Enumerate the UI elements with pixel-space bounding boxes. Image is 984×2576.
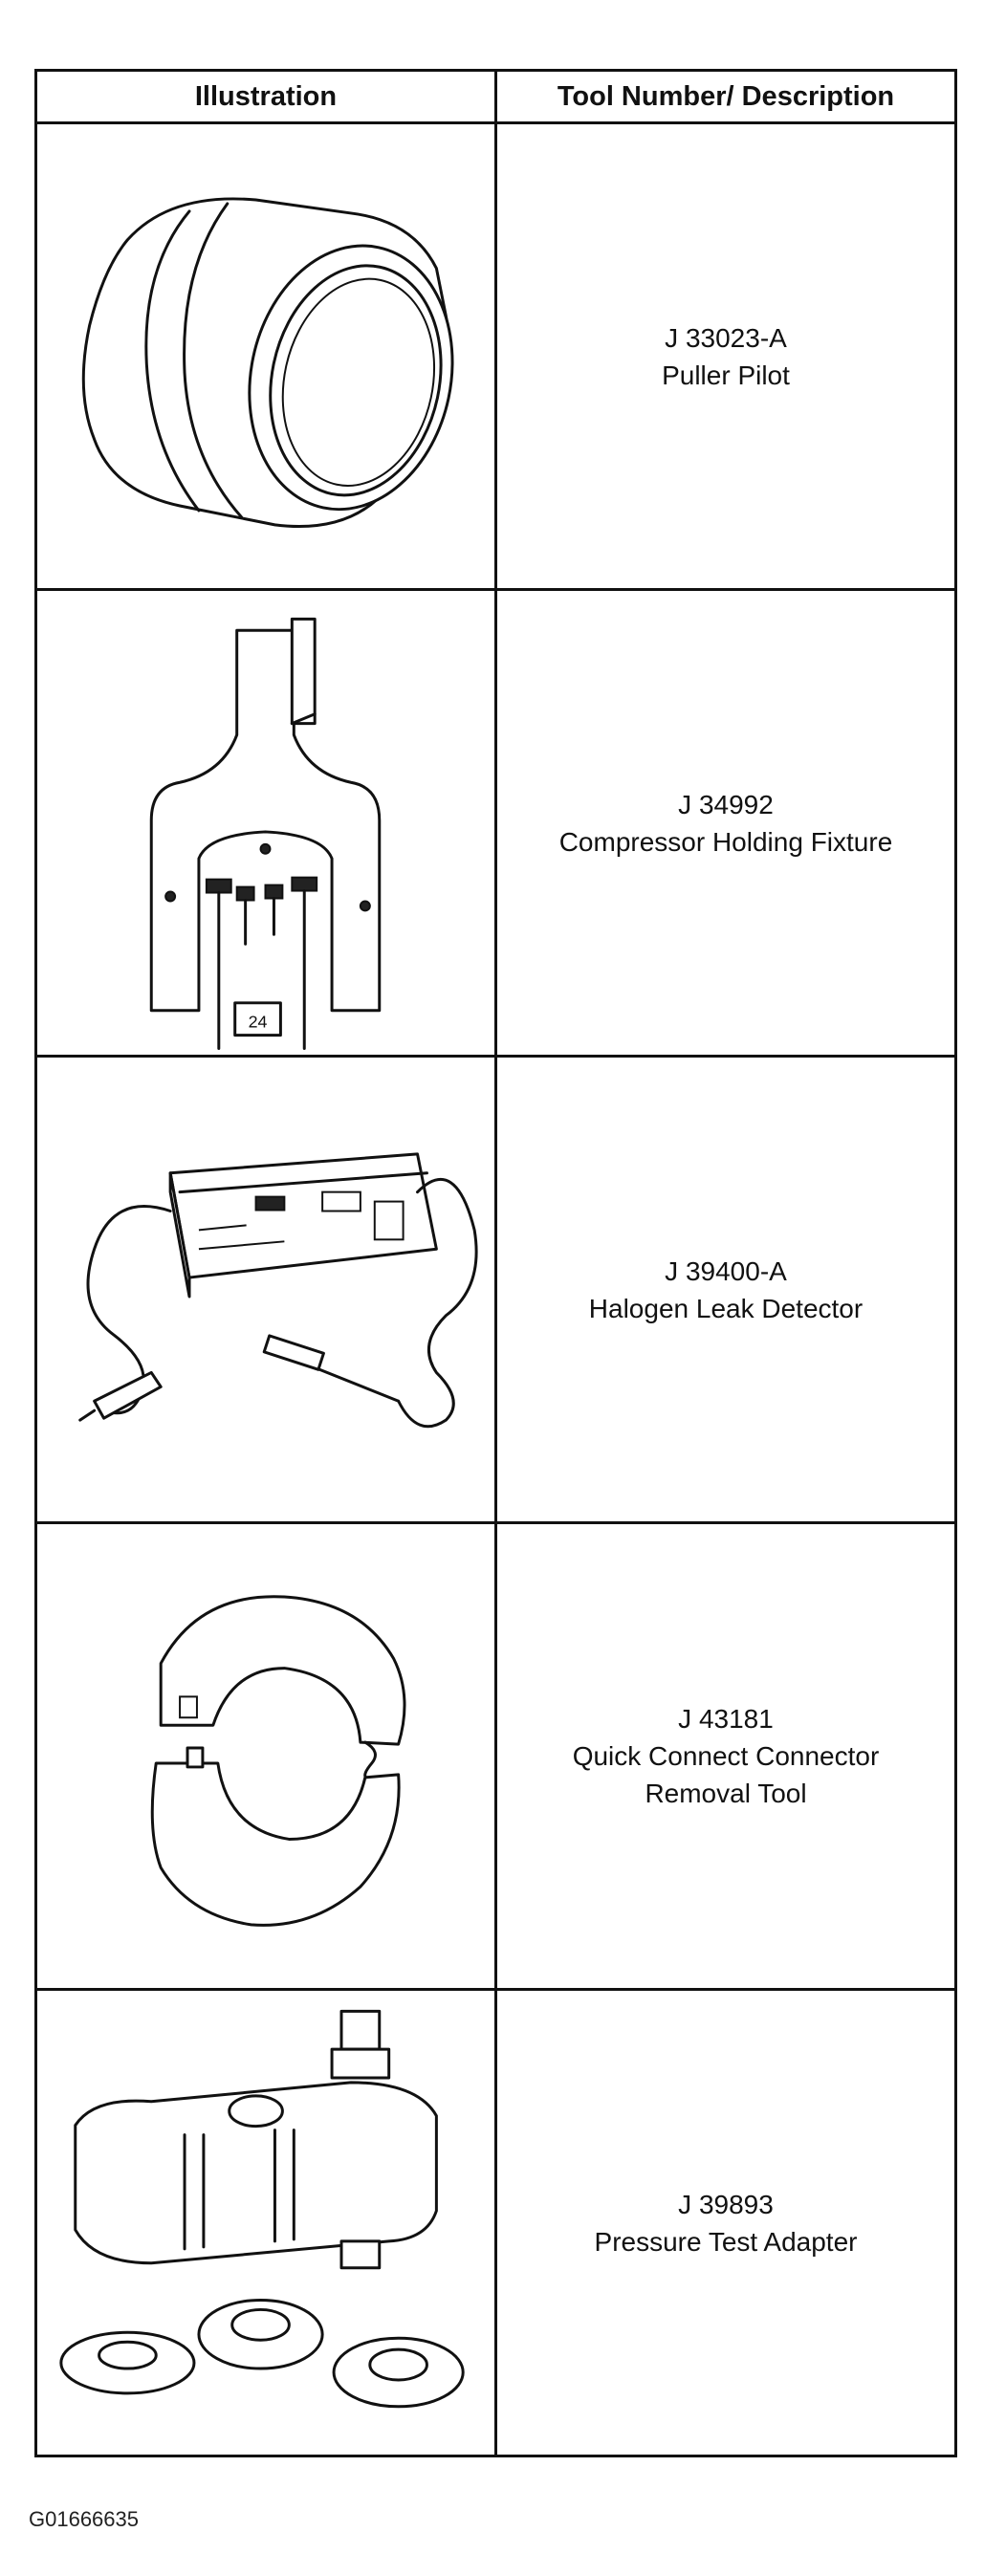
bolt-mid-right bbox=[264, 884, 284, 936]
pressure-test-adapter-illustration bbox=[34, 1988, 497, 2457]
tool-description: Halogen Leak Detector bbox=[588, 1293, 864, 1323]
tool-number: J 34992 bbox=[678, 789, 774, 819]
tool-number: J 43181 bbox=[678, 1704, 774, 1734]
tool-number: J 33023-A bbox=[665, 322, 787, 353]
tool-description: Puller Pilot bbox=[662, 360, 790, 390]
compressor-holding-fixture-description: J 34992 Compressor Holding Fixture bbox=[494, 588, 957, 1058]
tool-description-line-1: Quick Connect Connector bbox=[572, 1741, 880, 1771]
bolt-left bbox=[205, 878, 232, 1051]
callout-24: 24 bbox=[249, 1013, 268, 1032]
table-row: J 39400-A Halogen Leak Detector bbox=[34, 1055, 957, 1524]
compressor-holding-fixture-drawing: 24 bbox=[149, 617, 382, 1051]
compressor-holding-fixture-illustration: 24 bbox=[34, 588, 497, 1058]
bolt-mid-left bbox=[235, 885, 255, 946]
puller-pilot-drawing bbox=[81, 197, 454, 529]
tool-number: J 39400-A bbox=[665, 1255, 787, 1286]
special-tools-table: Illustration Tool Number/ Description bbox=[34, 69, 957, 2457]
header-tool-number-description: Tool Number/ Description bbox=[494, 69, 957, 124]
bolt-right bbox=[291, 876, 318, 1051]
header-illustration: Illustration bbox=[34, 69, 497, 124]
quick-connect-removal-tool-drawing bbox=[150, 1595, 406, 1927]
puller-pilot-description: J 33023-A Puller Pilot bbox=[494, 121, 957, 591]
halogen-leak-detector-drawing bbox=[78, 1152, 478, 1429]
halogen-leak-detector-illustration bbox=[34, 1055, 497, 1524]
figure-id: G01666635 bbox=[29, 2507, 139, 2531]
halogen-leak-detector-description: J 39400-A Halogen Leak Detector bbox=[494, 1055, 957, 1524]
quick-connect-removal-tool-illustration bbox=[34, 1521, 497, 1991]
tool-description-line-2: Removal Tool bbox=[645, 1779, 807, 1808]
tool-description: Compressor Holding Fixture bbox=[558, 826, 893, 857]
pressure-test-adapter-drawing bbox=[59, 2009, 465, 2409]
table-row: 24 J 34992 Compressor Holding Fixture bbox=[34, 588, 957, 1058]
quick-connect-removal-tool-description: J 43181 Quick Connect Connector Removal … bbox=[494, 1521, 957, 1991]
tool-description: Pressure Test Adapter bbox=[594, 2226, 858, 2257]
table-header-row: Illustration Tool Number/ Description bbox=[34, 69, 957, 124]
pressure-test-adapter-description: J 39893 Pressure Test Adapter bbox=[494, 1988, 957, 2457]
table-row: J 33023-A Puller Pilot bbox=[34, 121, 957, 591]
table-row: J 43181 Quick Connect Connector Removal … bbox=[34, 1521, 957, 1991]
puller-pilot-illustration bbox=[34, 121, 497, 591]
table-row: J 39893 Pressure Test Adapter bbox=[34, 1988, 957, 2457]
tool-number: J 39893 bbox=[678, 2189, 774, 2219]
